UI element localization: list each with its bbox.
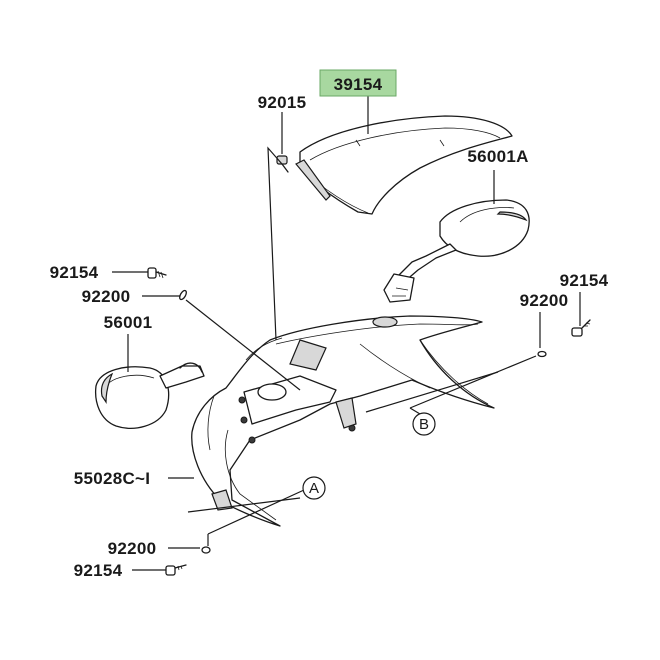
- washer-bottom[interactable]: [201, 546, 211, 554]
- label-windshield-screw[interactable]: 92015: [258, 93, 307, 112]
- upper-cowl[interactable]: [191, 315, 495, 527]
- label-washer-left[interactable]: 92200: [82, 287, 131, 306]
- label-bolt-left[interactable]: 92154: [50, 263, 99, 282]
- mirror-right[interactable]: [383, 199, 530, 303]
- mirror-left[interactable]: [94, 362, 205, 429]
- label-bolt-bottom[interactable]: 92154: [74, 561, 123, 580]
- label-bolt-right[interactable]: 92154: [560, 271, 609, 290]
- callout-a[interactable]: A: [302, 476, 326, 500]
- leader-lines: [112, 96, 581, 571]
- label-windshield[interactable]: 39154: [334, 75, 383, 94]
- highlight-box: [319, 69, 397, 97]
- label-washer-right[interactable]: 92200: [520, 291, 569, 310]
- label-upper-cowl[interactable]: 55028C~I: [74, 469, 151, 488]
- washer-left[interactable]: [178, 289, 187, 301]
- label-mirror-left[interactable]: 56001: [104, 313, 153, 332]
- washer-right[interactable]: [537, 350, 547, 358]
- windshield[interactable]: [295, 115, 513, 215]
- bolt-left[interactable]: [147, 267, 167, 279]
- label-washer-bottom[interactable]: 92200: [108, 539, 157, 558]
- callout-b[interactable]: B: [412, 412, 436, 436]
- bolt-right[interactable]: [571, 319, 591, 337]
- bolt-bottom[interactable]: [165, 564, 187, 576]
- label-mirror-right[interactable]: 56001A: [467, 147, 528, 166]
- windshield-screw[interactable]: [276, 155, 289, 173]
- callout-b-label: B: [419, 416, 429, 433]
- callout-a-label: A: [309, 480, 319, 497]
